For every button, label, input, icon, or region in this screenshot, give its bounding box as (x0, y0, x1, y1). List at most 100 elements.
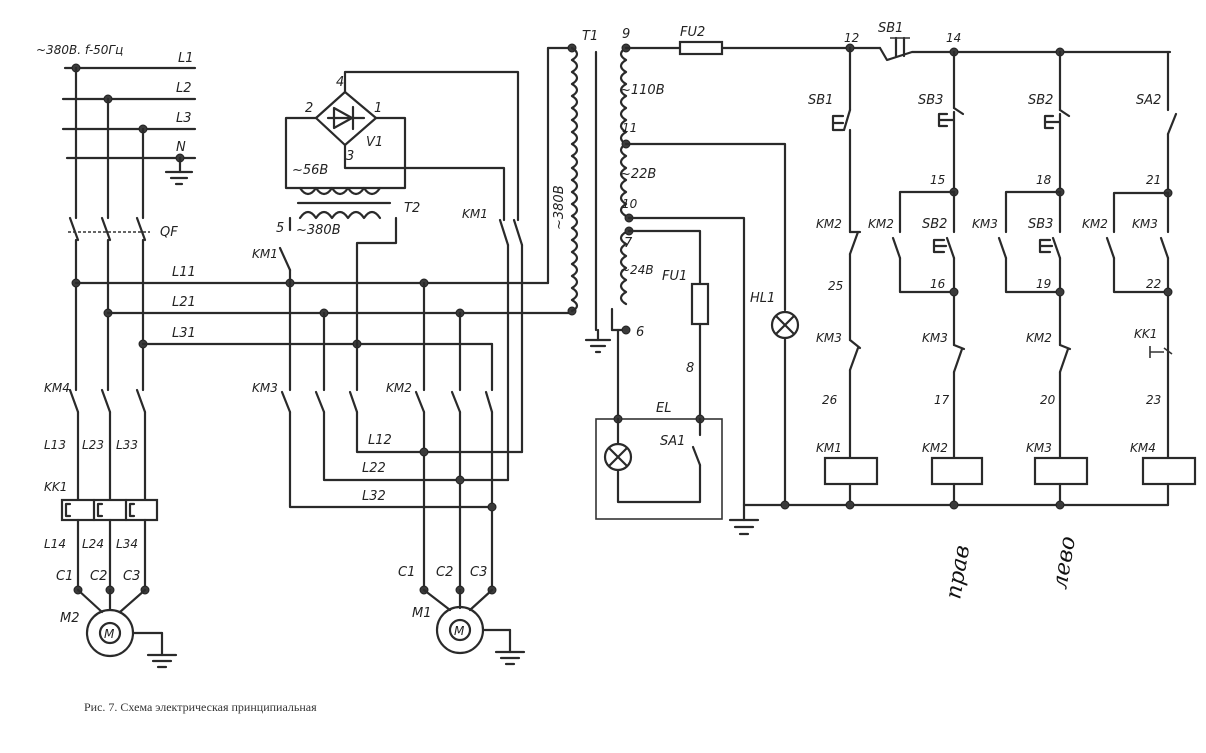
supply-bus: ~380В. f-50Гц L1 L2 L3 N (36, 43, 197, 186)
sb3-nc-label: SB3 (918, 93, 943, 108)
sb2-nc-label: SB2 (1028, 93, 1053, 108)
node-14: 14 (946, 31, 961, 45)
l34-label: L34 (116, 537, 138, 551)
t1-tap-9: 9 (622, 27, 630, 42)
km3-hold-label: KM3 (972, 217, 998, 231)
t1-label: T1 (582, 29, 598, 44)
t2-primary-voltage: ~380В (296, 223, 341, 238)
handwritten-left-note: лево (1047, 534, 1081, 591)
sa1-label: SA1 (660, 434, 685, 449)
l23-label: L23 (82, 438, 104, 452)
bridge-node-3: 3 (346, 149, 354, 164)
ground-icon (481, 628, 526, 666)
neutral-label: N (176, 140, 186, 155)
el-label: EL (656, 401, 671, 416)
node-25: 25 (828, 279, 843, 293)
ground-icon (584, 328, 612, 354)
l33-label: L33 (116, 438, 138, 452)
breaker-qf: QF (68, 66, 178, 392)
m1-symbol: M (454, 624, 465, 638)
t1-primary-voltage: ~380В (552, 185, 567, 230)
sb1-label: SB1 (808, 93, 833, 108)
m1-c2-label: C2 (436, 565, 453, 580)
km3-contact-label: KM3 (252, 381, 278, 395)
t1-tap-11: 11 (622, 121, 637, 135)
control-rail: FU2 SB1 12 14 (624, 21, 1172, 62)
phase-l3-label: L3 (176, 111, 192, 126)
motor-m1-icon: M (435, 605, 485, 655)
node-19: 19 (1036, 277, 1051, 291)
l13-label: L13 (44, 438, 66, 452)
kk1-contact-label: KK1 (1134, 327, 1157, 341)
km3-interlock2-label: KM3 (922, 331, 948, 345)
m1-label: M1 (412, 606, 432, 621)
hl1-label: HL1 (750, 291, 775, 306)
t1-tap-6: 6 (636, 325, 644, 340)
coil-km2-icon (930, 456, 984, 486)
km1-contact-label: KM1 (252, 247, 278, 261)
m2-c3-label: C3 (123, 569, 140, 584)
phase-l2-label: L2 (176, 81, 192, 96)
figure-caption: Рис. 7. Схема электрическая принципиальн… (84, 700, 317, 714)
m1-branch: KM3 KM2 L12 L22 L32 C1 C2 C3 M M1 (252, 281, 526, 666)
km3-parallel-label: KM3 (1132, 217, 1158, 231)
motor-m2-icon: M (85, 608, 135, 658)
m2-branch: KM4 L13 L23 L33 KK1 L14 L24 L34 C1 C2 C3 (44, 381, 178, 669)
lighting-branch: FU1 8 EL SA1 (595, 229, 723, 520)
m2-c2-label: C2 (90, 569, 107, 584)
coil-km4-icon (1141, 456, 1197, 486)
bridge-voltage: ~56В (292, 163, 328, 178)
ground-icon (131, 631, 178, 669)
supply-label: ~380В. f-50Гц (36, 43, 123, 57)
km4-coil-label: KM4 (1130, 441, 1156, 455)
km1-coil-label: KM1 (816, 441, 842, 455)
node-15: 15 (930, 173, 945, 187)
fu1-node-8: 8 (686, 361, 694, 376)
phase-l1-label: L1 (178, 51, 194, 66)
node-20: 20 (1040, 393, 1056, 407)
bridge-node-2: 2 (305, 101, 313, 116)
l14-label: L14 (44, 537, 66, 551)
control-column-km4: SA2 21 KM2 KM3 22 KK1 23 KM4 (1082, 50, 1197, 507)
l21-label: L21 (172, 295, 196, 310)
bridge-node-4: 4 (336, 75, 344, 90)
transformer-t1: T1 ~380В 9 11 10 7 6 ~110В ~22В ~24В (552, 27, 665, 354)
t1-tap-7: 7 (624, 236, 633, 251)
m1-c3-label: C3 (470, 565, 487, 580)
l12-label: L12 (368, 433, 392, 448)
t1-tap-10: 10 (622, 197, 638, 211)
km2-interlock2-label: KM2 (1026, 331, 1052, 345)
node-26: 26 (822, 393, 838, 407)
km2-parallel-label: KM2 (1082, 217, 1108, 231)
m2-label: M2 (60, 611, 80, 626)
sb2-label: SB2 (922, 217, 947, 232)
m2-c1-label: C1 (56, 569, 73, 584)
coil-km1-icon (823, 456, 879, 486)
l22-label: L22 (362, 461, 386, 476)
bridge-node-1: 1 (374, 101, 382, 116)
node-16: 16 (930, 277, 946, 291)
t2-label: T2 (404, 201, 420, 216)
node-18: 18 (1036, 173, 1052, 187)
km3-interlock1-label: KM3 (816, 331, 842, 345)
control-column-km1: SB1 KM2 25 KM3 26 KM1 (808, 46, 879, 510)
bridge-label: V1 (366, 135, 383, 150)
ground-icon (164, 156, 194, 186)
l24-label: L24 (82, 537, 104, 551)
fu2-label: FU2 (680, 25, 705, 40)
km2-hold-label: KM2 (868, 217, 894, 231)
fu1-label: FU1 (662, 269, 687, 284)
rectifier-v1: 4 2 1 3 V1 ~56В T2 5 ~380В KM1 KM1 (252, 70, 524, 482)
m2-symbol: M (104, 627, 115, 641)
l11-label: L11 (172, 265, 196, 280)
coil-km3-icon (1033, 456, 1089, 486)
control-column-km2: SB3 15 KM2 SB2 16 KM3 17 KM2 (868, 50, 984, 510)
node-12: 12 (844, 31, 859, 45)
t1-v24: ~24В (620, 263, 654, 277)
km2-interlock1-label: KM2 (816, 217, 842, 231)
sb3-label: SB3 (1028, 217, 1053, 232)
sb1-top-label: SB1 (878, 21, 903, 36)
km2-coil-label: KM2 (922, 441, 948, 455)
kk1-label: KK1 (44, 480, 67, 494)
